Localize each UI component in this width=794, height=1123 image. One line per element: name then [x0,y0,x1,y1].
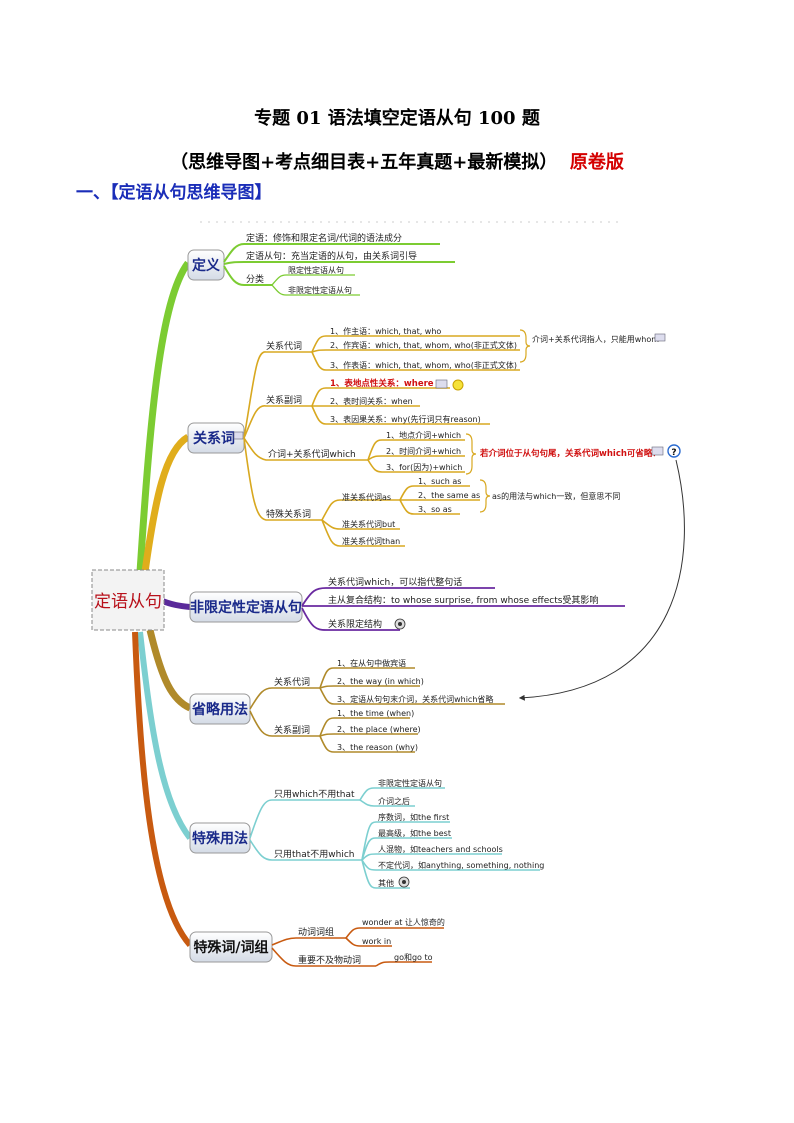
omit-adv-item-3: 3、the reason (why) [337,743,418,752]
nonres-item-1: 关系代词which，可以指代整句话 [328,576,462,588]
rel-special-as-label: 准关系代词as [342,492,391,502]
rel-prep-item-1: 1、地点介词+which [386,430,461,440]
words-phrase-item-1: wonder at 让人惊奇的 [362,917,445,927]
rel-pron-item-1: 1、作主语：which, that, who [330,326,441,336]
node-special-label: 特殊用法 [192,830,248,847]
node-def [187,249,225,281]
rel-special-other-1: 准关系代词but [342,519,395,529]
def-item-3: 分类 [246,273,264,285]
rel-prep-note-icon [651,446,664,456]
def-classify-2: 非限定性定语从句 [288,285,352,295]
special-that-item-3: 人混物，如teachers and schools [378,844,503,854]
rel-note-icon [233,431,244,440]
node-omit-label: 省略用法 [191,701,248,718]
branch-omit-line [146,629,192,712]
rel-special-label: 特殊关系词 [266,508,311,520]
words-phrase-label: 动词词组 [298,926,334,938]
rel-prep-label: 介词+关系代词which [268,448,356,460]
omit-adv-item-2: 2、the place (where) [337,725,421,734]
rel-prep-item-3: 3、for(因为)+which [386,462,462,472]
rel-pron-item-2: 2、作宾语：which, that, whom, who(非正式文体) [330,340,517,350]
rel-pron-item-3: 3、作表语：which, that, whom, who(非正式文体) [330,360,517,370]
branch-special-line [137,631,193,840]
node-nonres [189,591,303,623]
words-intrans-label: 重要不及物动词 [298,954,361,966]
rel-special-other-2: 准关系代词than [342,536,400,546]
node-words-label: 特殊词/词组 [193,939,268,956]
root-label: 定语从句 [94,592,162,612]
special-that-item-5: 其他 [378,878,394,888]
omit-pron-item-2: 2、the way (in which) [337,677,424,686]
def-item-1: 定语：修饰和限定名词/代词的语法成分 [246,232,402,244]
link-arrow [518,459,685,701]
rel-as-note: as的用法与which一致，但意思不同 [492,491,620,501]
rel-as-item-1: 1、such as [418,477,461,486]
rel-adv-item-1: 1、表地点性关系：where [330,378,434,389]
words-intrans-item-1: go和go to [394,953,433,962]
omit-pron-label: 关系代词 [274,676,310,688]
page-subtitle: （思维导图+考点细目表+五年真题+最新模拟） 原卷版 [0,148,794,174]
node-words [189,931,273,963]
subtitle-tag: 原卷版 [569,152,624,173]
branch-words-line [132,631,193,947]
subtitle-text: （思维导图+考点细目表+五年真题+最新模拟） [170,152,558,173]
rel-prep-brace [465,433,477,475]
def-classify-1: 限定性定语从句 [288,265,344,275]
node-rel-label: 关系词 [193,430,235,447]
section-heading: 一、【定语从句思维导图】 [76,183,272,203]
special-which-label: 只用which不用that [274,789,355,800]
rel-as-item-3: 3、so as [418,505,452,514]
rel-adv-label: 关系副词 [266,394,302,406]
nonres-item-2: 主从复合结构：to whose surprise, from whose eff… [328,594,598,606]
rel-pron-brace [519,329,531,363]
rel-pron-note-icon [654,333,666,342]
svg-text:?: ? [671,448,676,458]
special-that-item-1: 序数词，如the first [378,812,449,822]
words-phrase-item-2: work in [362,937,391,946]
branch-rel-line [141,433,190,573]
special-that-label: 只用that不用which [274,849,355,860]
rel-adv-item-2: 2、表时间关系：when [330,396,413,406]
rel-pron-note: 介词+关系代词指人，只能用whom [532,334,659,344]
def-item-2: 定语从句：充当定语的从句，由关系词引导 [246,250,417,262]
omit-adv-label: 关系副词 [274,724,310,736]
omit-adv-item-1: 1、the time (when) [337,709,414,718]
node-def-label: 定义 [192,257,220,274]
rel-prep-note: 若介词位于从句句尾，关系代词which可省略？ [479,448,661,459]
omit-pron-item-1: 1、在从句中做宾语 [337,658,406,668]
question-icon [667,444,681,458]
rel-adv-item-3: 3、表因果关系：why(先行词只有reason) [330,414,481,424]
page-title: 专题 01 语法填空定语从句 100 题 [254,108,540,129]
node-nonres-label: 非限定性定语从句 [190,599,302,616]
nonres-item-3: 关系限定结构 [328,618,382,630]
rel-adv-note-icon [435,379,448,389]
root-node [91,569,165,631]
special-which-item-1: 非限定性定语从句 [378,778,442,788]
rel-pron-label: 关系代词 [266,340,302,352]
rel-as-item-2: 2、the same as [418,491,480,500]
omit-pron-item-3: 3、定语从句句末介词，关系代词which省略 [337,694,493,704]
special-that-item-4: 不定代词，如anything, something, nothing [378,860,544,870]
special-which-item-2: 介词之后 [378,796,410,806]
special-that-item-2: 最高级，如the best [378,828,451,838]
rel-adv-bulb-icon [452,379,464,391]
rel-as-brace [479,479,491,513]
branch-def-line [136,260,191,573]
rel-prep-item-2: 2、时间介词+which [386,446,461,456]
